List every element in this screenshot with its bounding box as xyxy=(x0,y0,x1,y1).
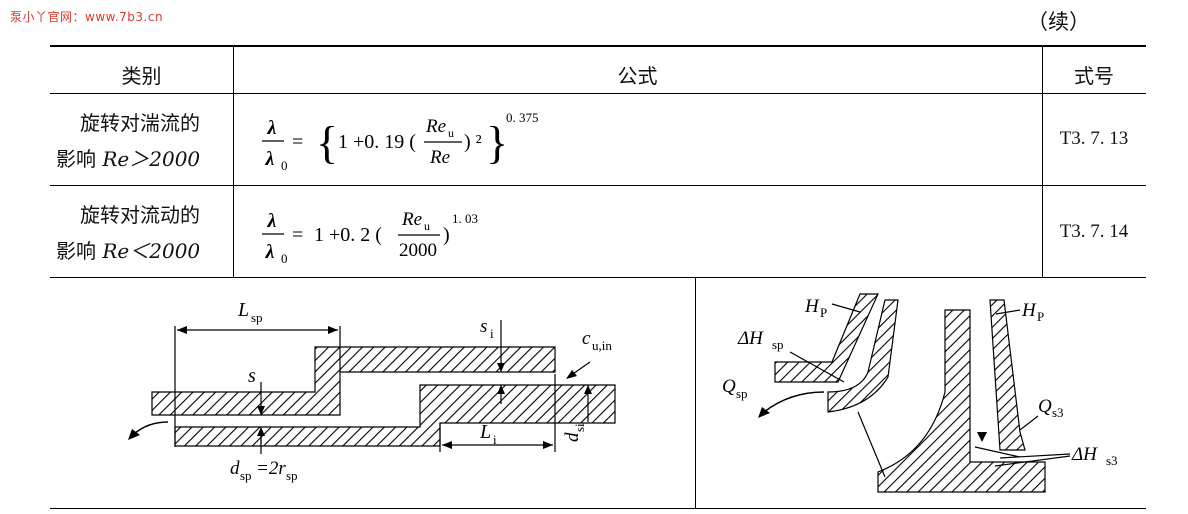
f1-brace-open: { xyxy=(316,117,338,168)
f2-close: ) xyxy=(443,224,450,246)
formula-1: λ λ 0 = { 1 +0. 19 ( Re u Re ) ² } 0. 37… xyxy=(262,110,539,173)
lower-impeller xyxy=(174,384,616,447)
f2-term: 1 +0. 2 ( xyxy=(314,224,382,246)
label-c-uin-sub: u,in xyxy=(592,338,612,353)
label-L-i-sub: i xyxy=(493,432,497,447)
figure-divider xyxy=(695,277,696,508)
label-d-si-sub: si xyxy=(572,423,587,432)
f1-re-den: Re xyxy=(429,147,450,168)
row-rule-2 xyxy=(50,277,1146,278)
header-formula: 公式 xyxy=(617,64,658,88)
f1-exp: 0. 375 xyxy=(506,110,539,125)
label-d-sp: d xyxy=(230,458,240,479)
seal-figure: L sp s s i c u,in L i d si d sp =2r sp xyxy=(128,299,616,483)
label-s: s xyxy=(248,365,256,387)
label-L-sp: L xyxy=(237,299,249,321)
header-eq-no: 式号 xyxy=(1074,64,1114,88)
label-Q-sp: Q xyxy=(722,376,736,397)
row2-category-line1: 旋转对流动的 xyxy=(80,203,200,227)
row2-category-text: 影响 xyxy=(56,239,96,263)
label-Hp-right: H xyxy=(1021,300,1037,321)
label-Hp-right-sub: P xyxy=(1037,309,1044,324)
f1-term: 1 +0. 19 ( xyxy=(338,131,416,153)
row1-category-line1: 旋转对湍流的 xyxy=(80,111,200,135)
row1-condition: Re＞2000 xyxy=(102,147,201,171)
row-rule-1 xyxy=(50,185,1146,186)
f1-sub0: 0 xyxy=(281,158,288,173)
f2-re-num-sub: u xyxy=(424,219,430,233)
label-eq2r: =2r xyxy=(256,458,286,479)
impeller-figure: H P ΔH sp Q sp H P Q s3 ΔH s3 xyxy=(722,293,1118,493)
f1-re-num: Re xyxy=(425,116,446,137)
label-L-sp-sub: sp xyxy=(251,310,263,325)
f2-eq: = xyxy=(292,224,303,246)
label-dH-s3-sub: s3 xyxy=(1106,453,1118,468)
table-top-rule xyxy=(50,45,1146,47)
f1-eq: = xyxy=(292,131,303,153)
formula-2: λ λ 0 = 1 +0. 2 ( Re u 2000 ) 1. 03 xyxy=(262,209,478,266)
row2-category: 旋转对流动的 影响 Re＜2000 xyxy=(56,197,200,269)
label-dH-sp-sub: sp xyxy=(772,337,784,352)
label-Q-s3: Q xyxy=(1038,396,1052,417)
label-Hp-left: H xyxy=(804,296,820,317)
table-bottom-rule xyxy=(50,508,1146,509)
label-d-sp-sub: sp xyxy=(240,468,252,483)
f1-re-num-sub: u xyxy=(448,126,454,140)
watermark: 泵小丫官网：www.7b3.cn xyxy=(10,10,164,24)
label-L-i: L xyxy=(479,421,491,443)
f1-brace-close: } xyxy=(486,117,508,168)
header-category: 类别 xyxy=(121,64,162,88)
col-divider-2 xyxy=(1042,46,1043,277)
row2-eq-no: T3. 7. 14 xyxy=(1059,221,1129,242)
label-s-i-sub: i xyxy=(490,326,494,341)
label-d-si: d xyxy=(562,432,583,442)
label-r-sp-sub: sp xyxy=(286,468,298,483)
upper-casing xyxy=(151,346,556,416)
row1-category: 旋转对湍流的 影响 Re＞2000 xyxy=(56,105,200,177)
f2-sub0: 0 xyxy=(281,251,288,266)
f2-lambda0: λ xyxy=(265,241,275,263)
label-c-uin: c xyxy=(582,328,591,349)
row2-condition: Re＜2000 xyxy=(102,239,201,263)
col-divider-1 xyxy=(233,46,234,277)
f1-power2: ) ² xyxy=(464,131,482,153)
f2-re-num: Re xyxy=(401,209,422,230)
f1-lambda: λ xyxy=(267,117,277,139)
label-Hp-left-sub: P xyxy=(820,305,827,320)
label-dH-s3: ΔH xyxy=(1071,444,1098,465)
impeller-hub xyxy=(877,309,1046,493)
row1-eq-no: T3. 7. 13 xyxy=(1059,128,1129,149)
f2-exp: 1. 03 xyxy=(452,211,478,226)
f2-den: 2000 xyxy=(399,240,437,261)
f1-lambda0: λ xyxy=(265,148,275,170)
continued-label: （续） xyxy=(1027,10,1090,34)
inlet-casing xyxy=(774,293,879,383)
f2-lambda: λ xyxy=(267,210,277,232)
label-s-i: s xyxy=(480,316,487,337)
header-rule xyxy=(50,93,1146,94)
row1-category-text: 影响 xyxy=(56,147,96,171)
right-casing xyxy=(989,299,1026,451)
label-Q-s3-sub: s3 xyxy=(1052,405,1064,420)
impeller-shroud xyxy=(827,299,899,413)
label-dH-sp: ΔH xyxy=(737,328,764,349)
label-Q-sp-sub: sp xyxy=(736,386,748,401)
